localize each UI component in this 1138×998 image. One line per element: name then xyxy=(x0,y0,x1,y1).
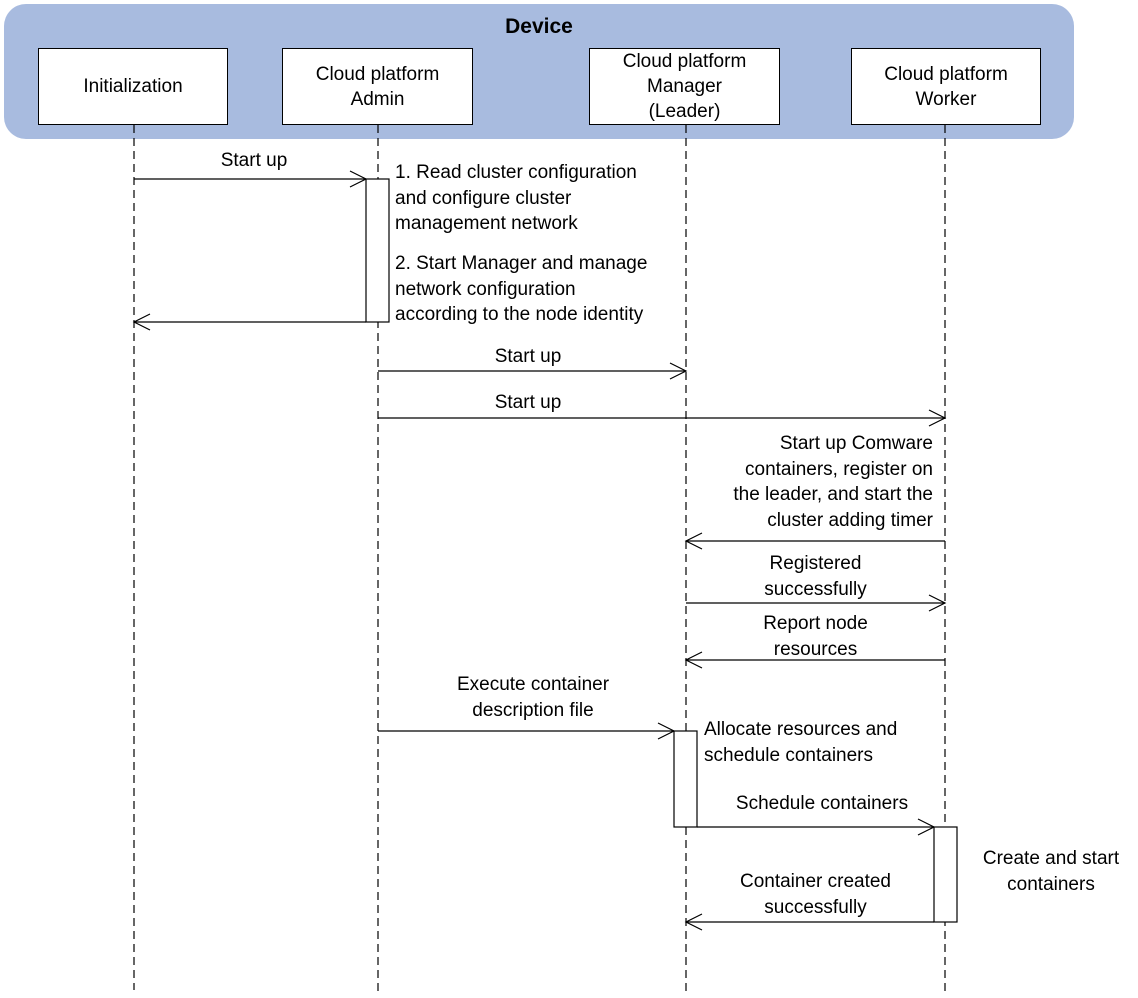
message-label: Start up xyxy=(494,392,562,413)
actor-worker: Cloud platform Worker xyxy=(851,48,1041,125)
activation-manager xyxy=(673,730,698,828)
message-label: Registered successfully xyxy=(764,553,867,600)
note-admin-step-1: 1. Read cluster configuration and config… xyxy=(395,162,637,234)
message-5-register xyxy=(684,532,945,550)
message-label: Start up xyxy=(220,150,288,171)
actor-admin: Cloud platform Admin xyxy=(282,48,473,125)
message-9-schedule xyxy=(697,818,936,836)
message-label: Start up Comware containers, register on… xyxy=(733,433,933,531)
message-label: Container created successfully xyxy=(739,871,892,918)
actor-initialization: Initialization xyxy=(38,48,228,125)
message-label: Report node resources xyxy=(763,613,868,660)
message-7-report xyxy=(684,651,945,669)
note-worker: Create and start containers xyxy=(982,848,1120,895)
message-1-start-up xyxy=(134,170,368,188)
device-title: Device xyxy=(505,15,573,38)
message-label: Start up xyxy=(494,346,562,367)
message-6-registered xyxy=(686,594,947,612)
activation-worker xyxy=(933,826,958,923)
message-8-execute xyxy=(378,722,676,740)
message-3-start-up xyxy=(378,362,688,380)
message-10-created xyxy=(684,913,934,931)
note-admin-step-2: 2. Start Manager and manage network conf… xyxy=(395,253,648,325)
message-4-start-up xyxy=(378,409,947,427)
message-2-return xyxy=(132,313,366,331)
note-manager: Allocate resources and schedule containe… xyxy=(704,719,898,766)
actor-manager: Cloud platform Manager (Leader) xyxy=(589,48,780,125)
message-label: Execute container description file xyxy=(456,674,610,721)
activation-admin xyxy=(365,178,390,323)
message-label: Schedule containers xyxy=(735,793,909,814)
